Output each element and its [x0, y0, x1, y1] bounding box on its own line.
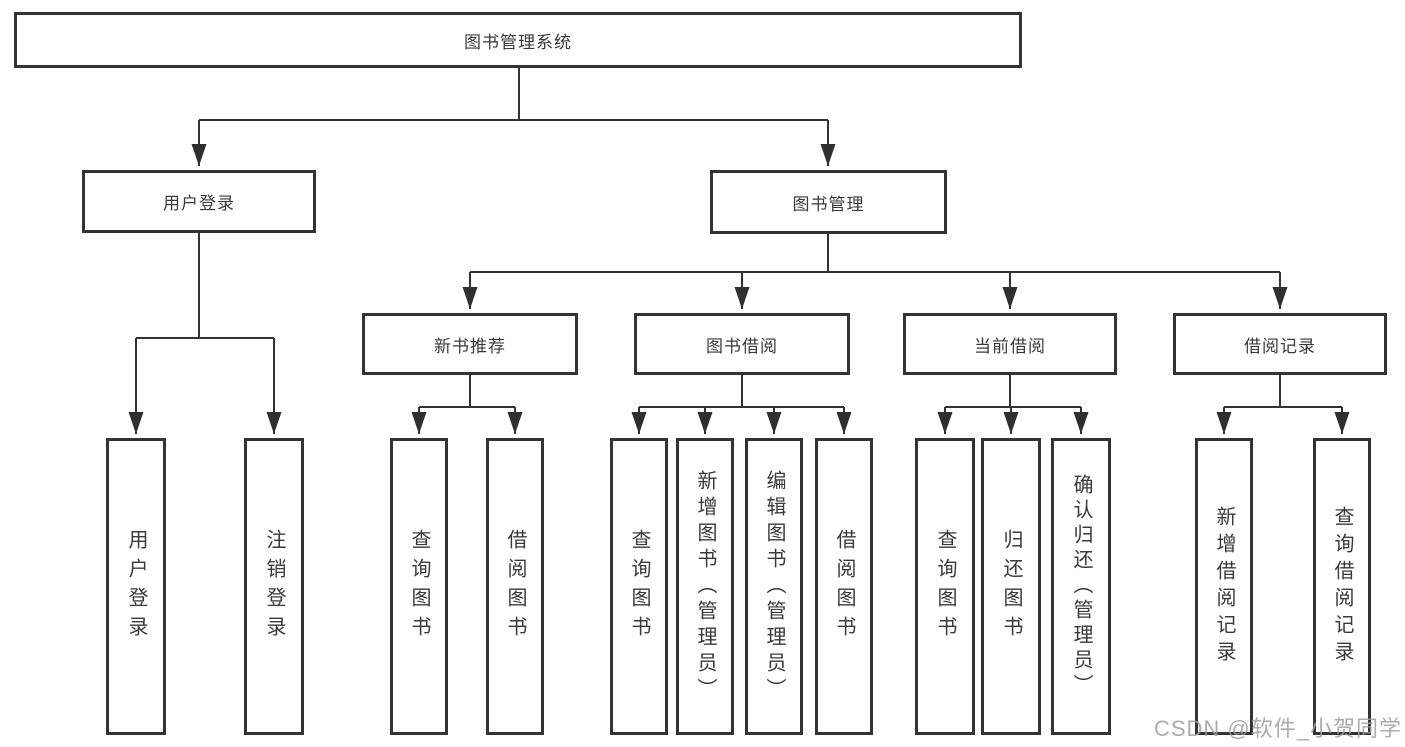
connector-borrow-records-children [1216, 375, 1350, 434]
node-leaf-confirm-return: 确认归还（管理员） [1051, 438, 1111, 735]
node-leaf-user-login: 用户登录 [106, 438, 166, 735]
node-borrow-records: 借阅记录 [1173, 313, 1387, 375]
node-current-borrow: 当前借阅 [903, 313, 1117, 375]
node-borrow-records-label: 借阅记录 [1244, 336, 1316, 356]
node-leaf-add-borrow-record-label: 新增借阅记录 [1213, 505, 1235, 668]
node-leaf-edit-book: 编辑图书（管理员） [745, 438, 803, 735]
connector-current-borrow-children [937, 375, 1089, 434]
node-leaf-query-books-2-label: 查询图书 [628, 528, 650, 645]
connector-book-borrow-children [631, 375, 852, 434]
node-root-label: 图书管理系统 [464, 32, 572, 52]
node-leaf-borrow-books-1: 借阅图书 [486, 438, 544, 735]
node-user-login: 用户登录 [82, 170, 316, 233]
node-leaf-add-book-label: 新增图书（管理员） [694, 469, 716, 704]
node-leaf-borrow-books-1-label: 借阅图书 [504, 528, 526, 645]
node-leaf-add-book: 新增图书（管理员） [676, 438, 734, 735]
node-leaf-query-books-3: 查询图书 [915, 438, 975, 735]
node-new-book-rec: 新书推荐 [362, 313, 578, 375]
node-leaf-query-borrow-record-label: 查询借阅记录 [1331, 505, 1353, 668]
node-user-login-label: 用户登录 [163, 194, 235, 213]
node-leaf-return-book-label: 归还图书 [1000, 528, 1022, 645]
node-leaf-confirm-return-label: 确认归还（管理员） [1070, 474, 1092, 699]
node-leaf-borrow-books-2: 借阅图书 [815, 438, 873, 735]
csdn-watermark: CSDN @软件_小贺同学 [1153, 716, 1402, 741]
node-leaf-add-borrow-record: 新增借阅记录 [1195, 438, 1253, 735]
node-leaf-logout: 注销登录 [244, 438, 304, 735]
node-leaf-logout-label: 注销登录 [263, 528, 285, 645]
node-leaf-return-book: 归还图书 [981, 438, 1041, 735]
connector-book-mgmt-children [462, 234, 1288, 309]
node-leaf-query-books-1: 查询图书 [390, 438, 448, 735]
node-current-borrow-label: 当前借阅 [974, 336, 1046, 356]
node-root: 图书管理系统 [14, 12, 1022, 68]
node-leaf-query-books-1-label: 查询图书 [408, 528, 430, 645]
connector-user-login-children [128, 233, 282, 434]
node-leaf-borrow-books-2-label: 借阅图书 [833, 528, 855, 645]
node-book-mgmt: 图书管理 [710, 170, 947, 234]
node-new-book-rec-label: 新书推荐 [434, 336, 506, 356]
connector-root-to-level2 [191, 68, 836, 166]
node-leaf-query-books-2: 查询图书 [610, 438, 668, 735]
connector-new-book-rec-children [411, 375, 523, 434]
node-leaf-edit-book-label: 编辑图书（管理员） [763, 469, 785, 704]
node-book-borrow: 图书借阅 [634, 313, 850, 375]
node-book-borrow-label: 图书借阅 [706, 336, 778, 356]
node-leaf-user-login-label: 用户登录 [125, 528, 147, 645]
node-leaf-query-borrow-record: 查询借阅记录 [1313, 438, 1371, 735]
node-book-mgmt-label: 图书管理 [792, 194, 865, 214]
node-leaf-query-books-3-label: 查询图书 [934, 528, 956, 645]
